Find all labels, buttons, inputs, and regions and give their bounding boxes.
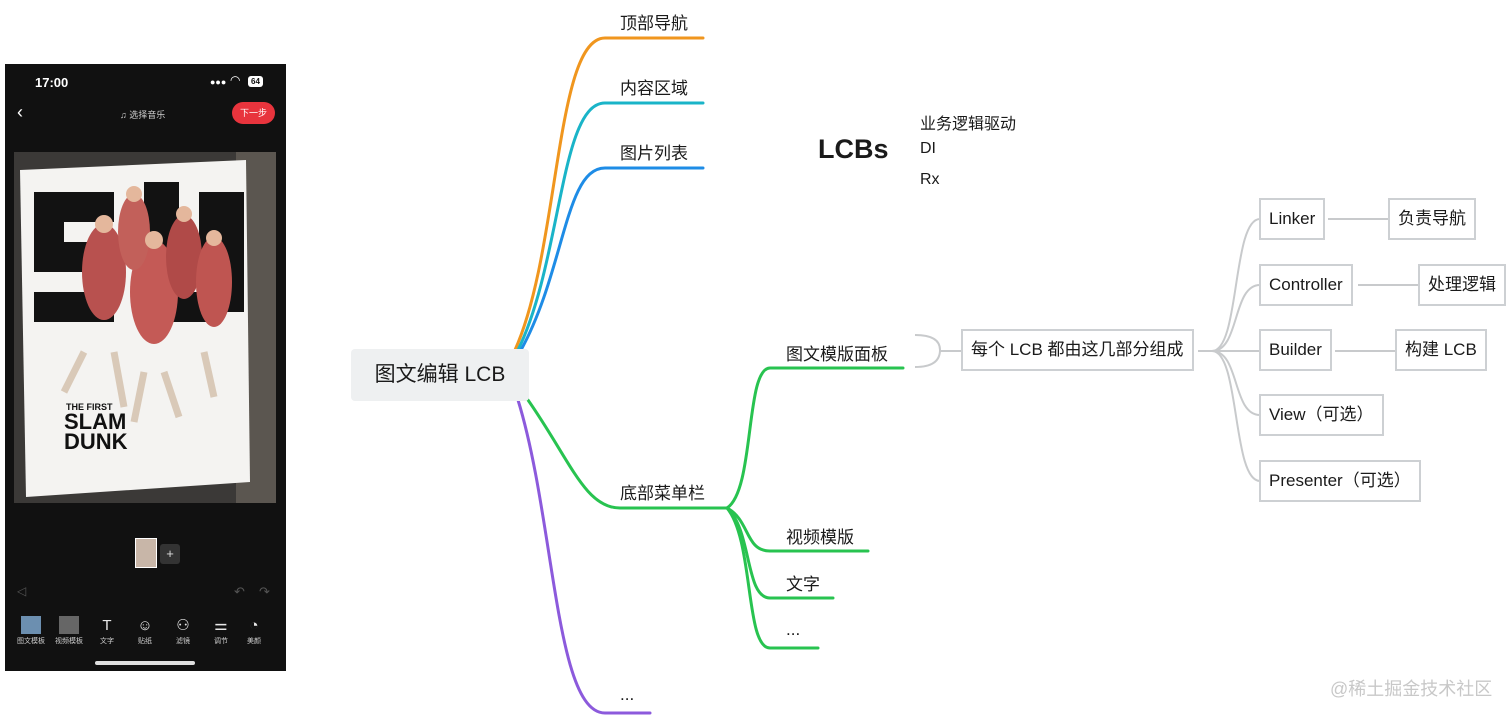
node-view: View（可选） [1259, 394, 1384, 436]
connector-controller [1211, 284, 1261, 352]
branch-top-nav: 顶部导航 [620, 14, 688, 33]
toolbar-item-text[interactable]: T 文字 [88, 614, 126, 646]
signal-icon: ●●● [210, 77, 227, 87]
node-builder: Builder [1259, 329, 1332, 371]
volume-icon[interactable]: ◁ [17, 584, 27, 598]
node-template-panel: 图文模版面板 [786, 345, 888, 364]
battery-icon: 64 [248, 76, 263, 87]
branch-content: 内容区域 [620, 79, 688, 98]
toolbar-item-filter[interactable]: ⚇ 滤镜 [164, 614, 202, 646]
node-builder-desc: 构建 LCB [1395, 329, 1487, 371]
status-time: 17:00 [35, 75, 69, 90]
branch-bottom-menu: 底部菜单栏 [620, 484, 705, 503]
toolbar-label: 视频模板 [55, 638, 83, 645]
lcbs-note: Rx [920, 171, 940, 188]
sticker-icon: ☺ [137, 616, 153, 634]
image-thumbnail[interactable] [135, 538, 157, 568]
redo-icon[interactable]: ↷ [259, 584, 270, 599]
toolbar-item-beauty[interactable]: ◔ 美颜 [240, 614, 268, 646]
node-lcb-structure: 每个 LCB 都由这几部分组成 [961, 329, 1194, 371]
next-button[interactable]: 下一步 [232, 102, 275, 124]
connector-bracket [914, 334, 942, 368]
wifi-icon: ◠ [230, 73, 241, 87]
back-icon[interactable]: ‹ [17, 102, 23, 122]
node-ellipsis: ... [786, 620, 801, 639]
phone-screenshot: 17:00 ●●● ◠ 64 ‹ ♫ 选择音乐 下一步 THE FIR [5, 64, 286, 671]
toolbar-label: 图文模板 [17, 638, 45, 645]
poster-line2: SLAM [64, 409, 127, 434]
music-note-icon: ♫ [120, 110, 127, 120]
node-controller-desc: 处理逻辑 [1418, 264, 1506, 306]
toolbar-item-sticker[interactable]: ☺ 贴纸 [126, 614, 164, 646]
connector-content [516, 101, 705, 352]
node-video-template: 视频模版 [786, 528, 854, 547]
node-controller: Controller [1259, 264, 1353, 306]
connector-top-nav [513, 36, 705, 352]
filter-icon: ⚇ [176, 617, 190, 634]
watermark: @稀土掘金技术社区 [1330, 679, 1493, 699]
toolbar-label: 文字 [100, 638, 114, 645]
slam-dunk-poster [14, 152, 276, 503]
lcbs-note: DI [920, 140, 936, 157]
node-linker-desc: 负责导航 [1388, 198, 1476, 240]
toolbar-label: 调节 [214, 638, 228, 645]
image-template-icon [21, 616, 41, 634]
beauty-icon: ◔ [249, 616, 259, 634]
toolbar-item-adjust[interactable]: ⚌ 调节 [202, 614, 240, 646]
node-linker: Linker [1259, 198, 1326, 240]
connector-more [516, 398, 652, 715]
connector-image-list [519, 166, 705, 352]
poster-line3: DUNK [64, 429, 128, 454]
toolbar-label: 贴纸 [138, 638, 152, 645]
lcbs-note: 业务逻辑驱动 [920, 116, 1017, 133]
connector-presenter [1211, 350, 1261, 482]
connector-ellipsis [725, 506, 820, 650]
video-template-icon [59, 616, 79, 634]
select-music-label: 选择音乐 [129, 110, 166, 120]
connector-bottom-menu [526, 398, 729, 510]
toolbar-item-image-template[interactable]: 图文模板 [12, 614, 50, 646]
connector-linker [1211, 218, 1261, 352]
poster-line1: THE FIRST [66, 402, 113, 412]
poster-image: THE FIRST SLAM DUNK [14, 152, 276, 503]
branch-more: ... [620, 685, 635, 704]
select-music[interactable]: ♫ 选择音乐 [120, 108, 165, 121]
bottom-toolbar: 图文模板 视频模板 T 文字 ☺ 贴纸 ⚇ 滤镜 ⚌ 调节 ◔ 美颜 [12, 614, 268, 646]
home-indicator [95, 661, 195, 665]
text-icon: T [102, 616, 112, 634]
toolbar-label: 美颜 [247, 638, 261, 645]
node-text: 文字 [786, 575, 820, 594]
node-presenter: Presenter（可选） [1259, 460, 1421, 502]
connector-template-panel [725, 366, 905, 510]
add-image-icon[interactable]: + [160, 544, 180, 564]
toolbar-item-video-template[interactable]: 视频模板 [50, 614, 88, 646]
connector-view [1211, 350, 1261, 416]
connector-video-template [725, 506, 870, 553]
branch-image-list: 图片列表 [620, 144, 688, 163]
lcbs-title: LCBs [818, 134, 889, 164]
root-node: 图文编辑 LCB [351, 349, 529, 401]
undo-icon[interactable]: ↶ [234, 584, 245, 599]
adjust-icon: ⚌ [214, 617, 228, 634]
toolbar-label: 滤镜 [176, 638, 190, 645]
